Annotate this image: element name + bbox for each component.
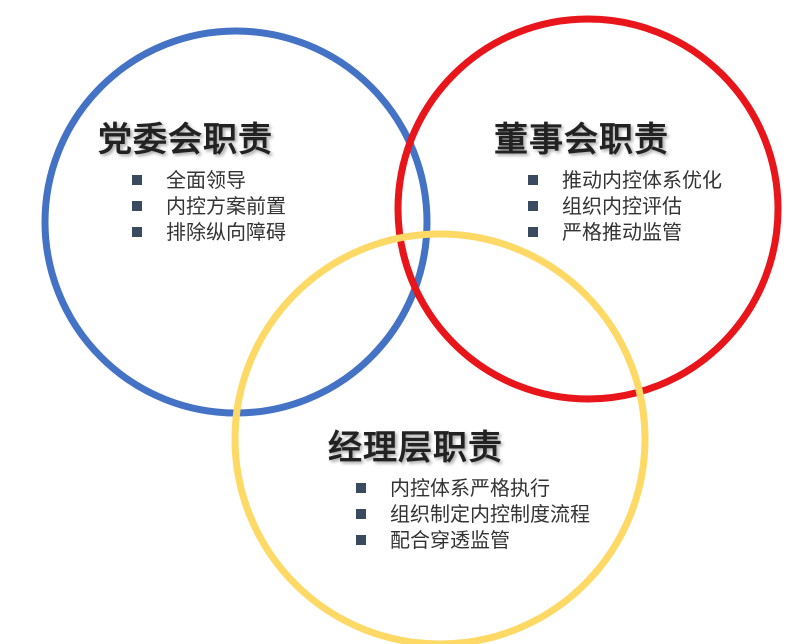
board-of-directors-group: 董事会职责 推动内控体系优化 组织内控评估 严格推动监管 [494, 112, 722, 245]
list-item: 配合穿透监管 [356, 527, 590, 553]
square-bullet-icon [528, 201, 538, 211]
list-item: 组织内控评估 [528, 193, 722, 219]
list-item: 内控体系严格执行 [356, 475, 590, 501]
list-item: 全面领导 [132, 167, 286, 193]
management-group: 经理层职责 内控体系严格执行 组织制定内控制度流程 配合穿透监管 [328, 420, 590, 553]
list-item: 排除纵向障碍 [132, 219, 286, 245]
square-bullet-icon [528, 227, 538, 237]
management-title: 经理层职责 [328, 428, 503, 468]
list-item: 组织制定内控制度流程 [356, 501, 590, 527]
party-committee-title: 党委会职责 [98, 120, 273, 160]
list-item: 内控方案前置 [132, 193, 286, 219]
list-item: 推动内控体系优化 [528, 167, 722, 193]
square-bullet-icon [356, 535, 366, 545]
square-bullet-icon [356, 509, 366, 519]
square-bullet-icon [132, 175, 142, 185]
party-committee-duties: 全面领导 内控方案前置 排除纵向障碍 [132, 167, 286, 245]
management-circle [231, 230, 649, 644]
board-of-directors-title: 董事会职责 [494, 120, 669, 160]
board-of-directors-circle [394, 15, 782, 403]
list-item: 严格推动监管 [528, 219, 722, 245]
square-bullet-icon [132, 201, 142, 211]
square-bullet-icon [356, 483, 366, 493]
square-bullet-icon [132, 227, 142, 237]
party-committee-group: 党委会职责 全面领导 内控方案前置 排除纵向障碍 [98, 112, 286, 245]
square-bullet-icon [528, 175, 538, 185]
management-duties: 内控体系严格执行 组织制定内控制度流程 配合穿透监管 [356, 475, 590, 553]
board-of-directors-duties: 推动内控体系优化 组织内控评估 严格推动监管 [528, 167, 722, 245]
